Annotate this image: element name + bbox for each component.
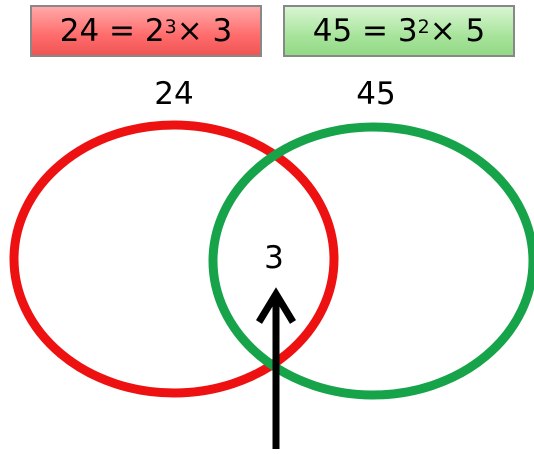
venn-circle-24 (9, 120, 339, 398)
venn-circle-45 (208, 122, 534, 400)
set-label-45: 45 (356, 76, 396, 112)
set-label-24: 24 (154, 76, 194, 112)
factorization-45-base: 45 = 3 (312, 13, 418, 49)
factorization-45-tail: × 5 (429, 13, 486, 49)
factorization-24-base: 24 = 2 (59, 13, 165, 49)
intersection-value: 3 (264, 240, 284, 276)
factorization-24-tail: × 3 (176, 13, 233, 49)
arrow-up-icon (256, 287, 296, 449)
